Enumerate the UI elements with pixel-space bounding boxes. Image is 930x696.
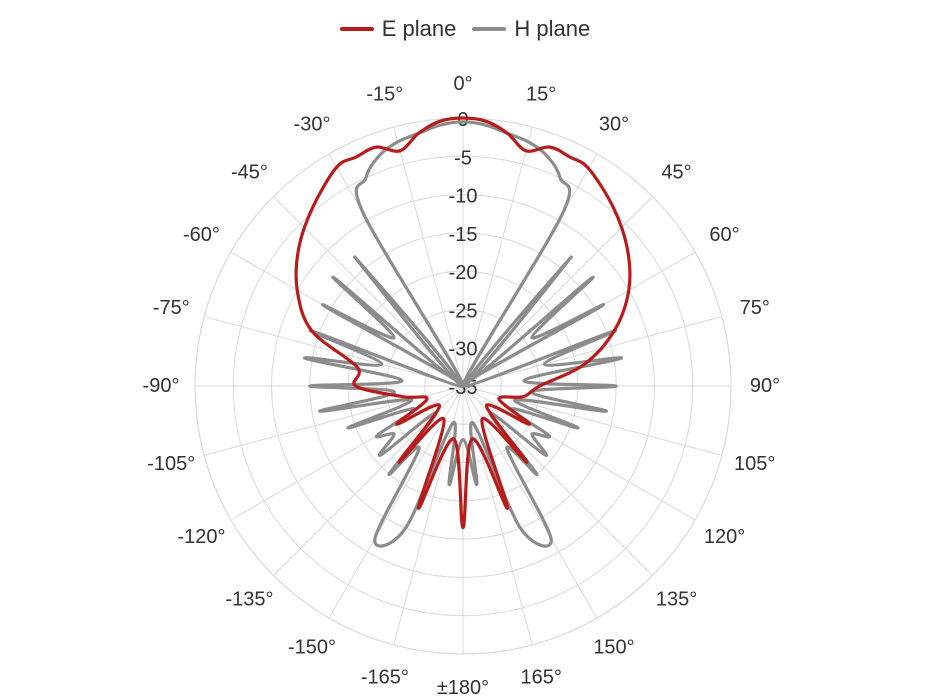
angle-tick-label: -75°: [153, 297, 190, 319]
radial-tick-label: -30: [449, 339, 478, 361]
angle-tick-label: ±180°: [437, 677, 489, 696]
angle-tick-label: 30°: [599, 113, 629, 135]
angle-tick-label: 90°: [750, 375, 780, 397]
angle-tick-label: -165°: [361, 667, 409, 689]
grid-spoke: [328, 385, 464, 619]
legend-swatch: [472, 27, 507, 31]
grid-spoke: [462, 316, 722, 387]
legend-item: E plane: [339, 16, 457, 42]
angle-tick-label: 165°: [520, 667, 561, 689]
angle-tick-label: 60°: [709, 224, 739, 246]
legend-swatch: [339, 27, 374, 31]
radial-tick-label: -25: [449, 300, 478, 322]
angle-tick-label: -30°: [294, 113, 331, 135]
angle-tick-label: 45°: [661, 161, 691, 183]
radial-tick-label: -5: [454, 147, 472, 169]
legend-label: H plane: [514, 16, 591, 41]
grid-spoke: [462, 385, 533, 645]
grid-spoke: [462, 385, 598, 619]
angle-tick-label: 120°: [704, 526, 745, 548]
angle-tick-label: -150°: [288, 637, 336, 659]
radial-tick-label: -20: [449, 262, 478, 284]
legend-item: H plane: [472, 16, 590, 42]
radial-tick-label: -10: [449, 186, 478, 208]
angle-tick-label: 135°: [656, 589, 697, 611]
radial-tick-label: -15: [449, 224, 478, 246]
grid-spoke: [462, 127, 533, 387]
angle-tick-label: -135°: [225, 589, 273, 611]
radial-tick-label: 0: [457, 109, 468, 131]
angle-tick-label: -120°: [177, 526, 225, 548]
angle-tick-label: 105°: [734, 453, 775, 475]
grid-spoke: [393, 127, 464, 387]
angle-tick-label: 75°: [740, 297, 770, 319]
angle-tick-label: -90°: [143, 375, 180, 397]
chart-legend: E plane H plane: [0, 16, 930, 42]
angle-tick-label: -105°: [147, 453, 195, 475]
series-line-h-plane: [303, 120, 623, 548]
angle-tick-label: -15°: [366, 83, 403, 105]
angle-tick-label: -45°: [231, 161, 268, 183]
radial-tick-label: -35: [449, 377, 478, 399]
angle-tick-label: -60°: [183, 224, 220, 246]
angle-tick-label: 15°: [526, 83, 556, 105]
grid-spoke: [204, 316, 464, 387]
angle-tick-label: 0°: [453, 73, 472, 95]
series-line-e-plane: [294, 116, 632, 530]
legend-label: E plane: [381, 16, 457, 41]
angle-tick-label: 150°: [593, 637, 634, 659]
grid-spoke: [393, 385, 464, 645]
